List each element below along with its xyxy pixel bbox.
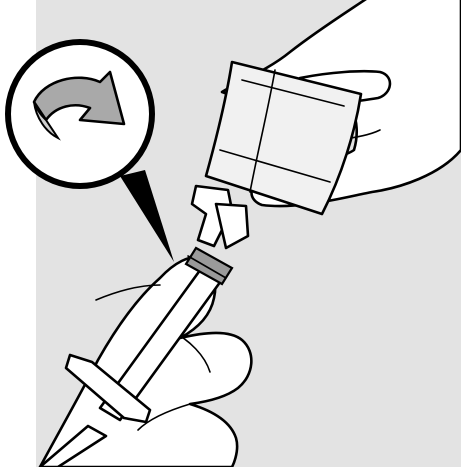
callout-circle: [8, 42, 152, 186]
